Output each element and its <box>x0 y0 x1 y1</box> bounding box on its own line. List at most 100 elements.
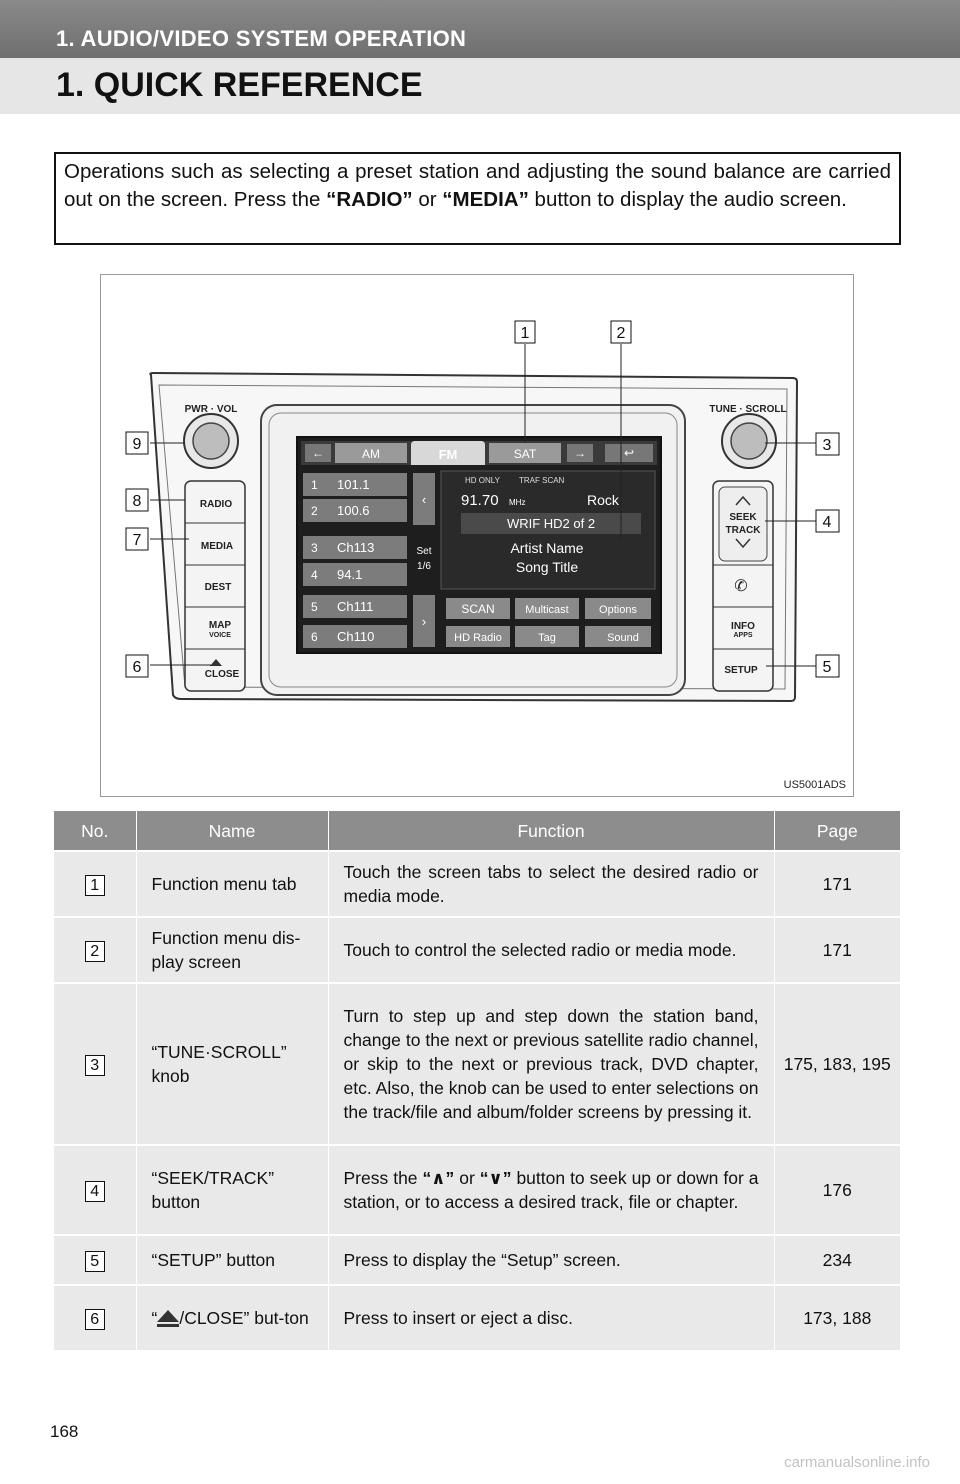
svg-text:→: → <box>574 446 586 460</box>
tab-sat: SAT <box>514 447 537 461</box>
phone-icon: ✆ <box>734 578 747 595</box>
row-number: 3 <box>84 1055 105 1076</box>
tab-am: AM <box>362 447 380 461</box>
down-key-label: “∨” <box>479 1168 512 1188</box>
svg-text:TRACK: TRACK <box>726 525 762 536</box>
figure-code: US5001ADS <box>783 779 846 791</box>
svg-text:94.1: 94.1 <box>337 567 362 582</box>
svg-text:91.70: 91.70 <box>461 492 499 509</box>
row-number: 1 <box>84 875 105 896</box>
eject-icon <box>210 659 222 666</box>
chevron-down-icon <box>735 538 751 549</box>
row-function: Press to insert or eject a disc. <box>328 1285 775 1352</box>
intro-text: or <box>412 188 443 211</box>
svg-text:1/6: 1/6 <box>417 561 431 572</box>
row-name: “SEEK/TRACK” button <box>136 1145 329 1236</box>
svg-text:Tag: Tag <box>538 632 556 644</box>
svg-text:101.1: 101.1 <box>337 477 370 492</box>
svg-text:Artist Name: Artist Name <box>510 540 583 556</box>
table-row: 4 “SEEK/TRACK” button Press the “∧” or “… <box>54 1145 900 1236</box>
row-page: 234 <box>774 1235 900 1286</box>
radio-button: RADIO <box>200 499 232 510</box>
svg-text:HD Radio: HD Radio <box>454 632 502 644</box>
table-row: 3 “TUNE·SCROLL” knob Turn to step up and… <box>54 983 900 1146</box>
svg-text:4: 4 <box>311 568 318 582</box>
row-page: 173, 188 <box>774 1285 900 1352</box>
callout-4: 4 <box>823 514 832 531</box>
svg-text:2: 2 <box>311 504 318 518</box>
voice-label: VOICE <box>209 632 231 639</box>
chevron-up-icon <box>735 495 751 506</box>
preset-list: 1 101.1 2 100.6 3 Ch113 4 94.1 5 Ch111 6… <box>303 473 407 648</box>
table-row: 1 Function menu tab Touch the screen tab… <box>54 851 900 918</box>
up-key-label: “∧” <box>422 1168 455 1188</box>
row-function: Turn to step up and step down the statio… <box>328 983 775 1146</box>
row-page: 175, 183, 195 <box>774 983 900 1146</box>
info-button: INFO <box>731 621 755 632</box>
callout-7: 7 <box>133 532 142 549</box>
intro-text: button to display the audio screen. <box>528 188 847 211</box>
tab-fm: FM <box>439 447 458 462</box>
row-number: 6 <box>84 1309 105 1330</box>
callout-8: 8 <box>133 493 142 510</box>
svg-text:5: 5 <box>311 600 318 614</box>
callout-1: 1 <box>521 325 530 342</box>
media-button: MEDIA <box>201 541 233 552</box>
row-number: 4 <box>84 1181 105 1202</box>
tune-scroll-label: TUNE · SCROLL <box>709 404 786 415</box>
row-name: “/CLOSE” but-ton <box>136 1285 329 1352</box>
table-row: 5 “SETUP” button Press to display the “S… <box>54 1235 900 1286</box>
svg-text:Ch113: Ch113 <box>337 540 374 555</box>
svg-text:6: 6 <box>311 630 318 644</box>
callout-3: 3 <box>823 437 832 454</box>
svg-text:Ch110: Ch110 <box>337 629 374 644</box>
intro-media-label: “MEDIA” <box>442 188 529 211</box>
close-button: CLOSE <box>205 669 240 680</box>
callout-9: 9 <box>133 436 142 453</box>
svg-text:↩: ↩ <box>624 446 634 460</box>
map-button: MAP <box>209 620 232 631</box>
eject-icon <box>157 1310 180 1327</box>
intro-text: Operations such as selecting a preset st… <box>64 160 891 211</box>
svg-text:100.6: 100.6 <box>337 503 370 518</box>
svg-text:Options: Options <box>599 604 637 616</box>
row-page: 171 <box>774 851 900 918</box>
svg-text:SCAN: SCAN <box>461 602 494 616</box>
svg-text:Rock: Rock <box>587 492 620 508</box>
svg-text:HD ONLY: HD ONLY <box>465 476 501 485</box>
function-menu-display: HD ONLY TRAF SCAN 91.70 MHz Rock WRIF HD… <box>440 470 656 590</box>
section-header: 1. AUDIO/VIDEO SYSTEM OPERATION <box>0 0 960 58</box>
row-function: Press the “∧” or “∨” button to seek up o… <box>328 1145 775 1236</box>
svg-text:Multicast: Multicast <box>525 604 568 616</box>
row-page: 171 <box>774 917 900 984</box>
row-function: Touch the screen tabs to select the desi… <box>328 851 775 918</box>
svg-text:TRAF SCAN: TRAF SCAN <box>519 476 565 485</box>
svg-text:Set: Set <box>416 546 431 557</box>
callout-5: 5 <box>823 659 832 676</box>
pwr-vol-label: PWR · VOL <box>185 404 238 415</box>
section-title: 1. AUDIO/VIDEO SYSTEM OPERATION <box>56 26 467 51</box>
row-number: 2 <box>84 941 105 962</box>
svg-text:Ch111: Ch111 <box>337 599 373 614</box>
row-name: Function menu tab <box>136 851 329 918</box>
header-no: No. <box>54 811 137 852</box>
svg-text:Sound: Sound <box>607 632 639 644</box>
header-name: Name <box>136 811 329 852</box>
intro-radio-label: “RADIO” <box>326 188 413 211</box>
row-number: 5 <box>84 1251 105 1272</box>
table-row: 6 “/CLOSE” but-ton Press to insert or ej… <box>54 1285 900 1352</box>
page-number: 168 <box>50 1422 79 1441</box>
page-title: 1. QUICK REFERENCE <box>56 66 423 104</box>
table-row: 2 Function menu dis-play screen Touch to… <box>54 917 900 984</box>
row-name: “TUNE·SCROLL” knob <box>136 983 329 1146</box>
svg-text:Song Title: Song Title <box>516 559 578 575</box>
row-function: Press to display the “Setup” screen. <box>328 1235 775 1286</box>
callout-2: 2 <box>617 325 626 342</box>
row-name: Function menu dis-play screen <box>136 917 329 984</box>
svg-text:‹: ‹ <box>422 492 426 507</box>
dest-button: DEST <box>205 582 232 593</box>
quick-reference-table: No. Name Function Page 1 Function menu t… <box>54 811 900 1352</box>
row-page: 176 <box>774 1145 900 1236</box>
header-page: Page <box>774 811 900 852</box>
row-function: Touch to control the selected radio or m… <box>328 917 775 984</box>
